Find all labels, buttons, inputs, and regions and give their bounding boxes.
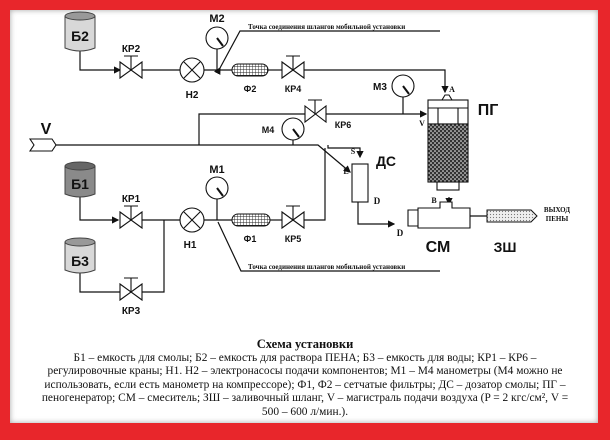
- connection-point-label-top: Точка соединения шлангов мобильной устан…: [248, 23, 405, 31]
- valve-kr3[interactable]: [119, 277, 143, 302]
- connection-point-label-bottom: Точка соединения шлангов мобильной устан…: [248, 263, 405, 271]
- gauge-m4-label: М4: [262, 125, 275, 135]
- doser-dc: [351, 163, 369, 203]
- filter-f2: [231, 63, 269, 77]
- gauge-m1-label: М1: [209, 164, 224, 176]
- pump-h1: [179, 207, 205, 233]
- caption-line: Б1 – емкость для смолы; Б2 – емкость для…: [73, 351, 537, 364]
- tank-b3-label: Б3: [71, 253, 89, 269]
- gauge-m2: [205, 26, 229, 50]
- hose-label: ЗШ: [494, 239, 517, 255]
- valve-kr1-label: КР1: [122, 194, 141, 205]
- mixer-label: СМ: [426, 239, 451, 256]
- pouring-hose: [486, 209, 538, 223]
- tank-b1: Б1: [64, 161, 96, 198]
- valve-kr1[interactable]: [119, 205, 143, 230]
- gauge-m2-label: М2: [209, 13, 224, 25]
- doser-port-s: S: [351, 147, 356, 156]
- tank-b2: Б2: [64, 11, 96, 52]
- caption-title: Схема установки: [256, 337, 354, 351]
- gauge-m3-label: М3: [373, 82, 387, 93]
- tank-b3: Б3: [64, 237, 96, 274]
- caption-line: использовать, если есть манометр на комп…: [44, 378, 566, 391]
- tank-b1-label: Б1: [71, 176, 89, 192]
- gauge-m1: [205, 176, 229, 200]
- caption-line: регулировочные краны; Н1. Н2 – электрона…: [47, 365, 563, 378]
- caption-line: пеногенератор; СМ – смеситель; ЗШ – зали…: [41, 392, 569, 405]
- valve-kr2[interactable]: [119, 55, 143, 80]
- caption-line: 500 – 600 л/мин.).: [261, 405, 349, 418]
- filter-f1-label: Ф1: [244, 234, 257, 244]
- foam-generator: [427, 94, 469, 191]
- valve-kr4[interactable]: [281, 55, 305, 80]
- valve-kr4-label: КР4: [285, 84, 302, 94]
- foam-outlet-line2: ПЕНЫ: [546, 215, 569, 223]
- pump-h2-label: Н2: [186, 90, 199, 101]
- filter-f2-label: Ф2: [244, 84, 257, 94]
- doser-port-e: E: [343, 167, 348, 176]
- tank-b2-label: Б2: [71, 28, 89, 44]
- valve-kr3-label: КР3: [122, 306, 141, 317]
- doser-port-d: D: [374, 196, 381, 206]
- valve-kr5-label: КР5: [285, 234, 302, 244]
- valve-kr6-label: КР6: [335, 120, 352, 130]
- gauge-m4: [281, 117, 305, 141]
- pg-port-a: A: [449, 85, 455, 94]
- diagram-caption: Схема установки Б1 – емкость для смолы; …: [20, 337, 590, 420]
- valve-kr6[interactable]: [304, 99, 327, 124]
- pump-h2: [179, 57, 205, 83]
- air-inlet-label: V: [41, 121, 52, 138]
- valve-kr2-label: КР2: [122, 44, 141, 55]
- foam-generator-label: ПГ: [478, 102, 499, 119]
- mixer: [407, 201, 471, 229]
- pump-h1-label: Н1: [184, 240, 197, 251]
- gauge-m3: [391, 74, 415, 98]
- mixer-port-b: B: [431, 196, 437, 205]
- doser-label: ДС: [376, 153, 396, 169]
- filter-f1: [231, 213, 271, 227]
- pg-port-v: V: [419, 119, 425, 128]
- foam-outlet-line1: ВЫХОД: [544, 206, 570, 214]
- air-inlet: [28, 138, 57, 152]
- mixer-port-d: D: [397, 228, 404, 238]
- valve-kr5[interactable]: [281, 205, 305, 230]
